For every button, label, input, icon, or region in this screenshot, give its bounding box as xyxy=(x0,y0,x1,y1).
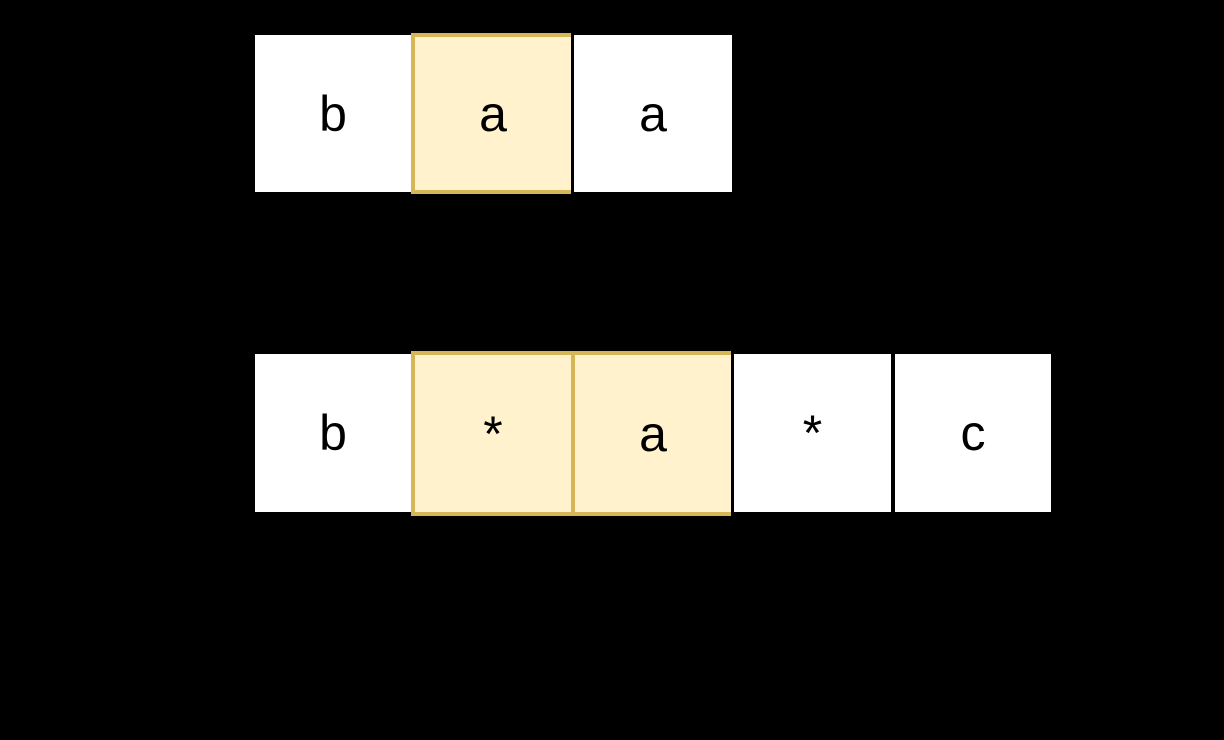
tape-cell-label: c xyxy=(960,405,986,461)
tape-cell-label: * xyxy=(802,405,823,461)
tape-cell-label: a xyxy=(639,85,667,142)
tape-cell-label: * xyxy=(483,405,503,462)
tape-cell: * xyxy=(734,354,891,512)
tape-cell: b xyxy=(255,35,411,192)
tape-cell-label: b xyxy=(319,405,347,461)
tape-cell-label: a xyxy=(639,405,667,462)
tape-cell: c xyxy=(895,354,1051,512)
tape-cell-highlighted: a xyxy=(571,351,731,516)
tape-cell-label: b xyxy=(319,85,347,142)
tape-cell: b xyxy=(255,354,411,512)
tape-cell-highlighted: a xyxy=(411,33,571,194)
tape-cell-highlighted: * xyxy=(411,351,571,516)
tape-cell: a xyxy=(574,35,732,192)
tape-cell-label: a xyxy=(479,85,507,142)
